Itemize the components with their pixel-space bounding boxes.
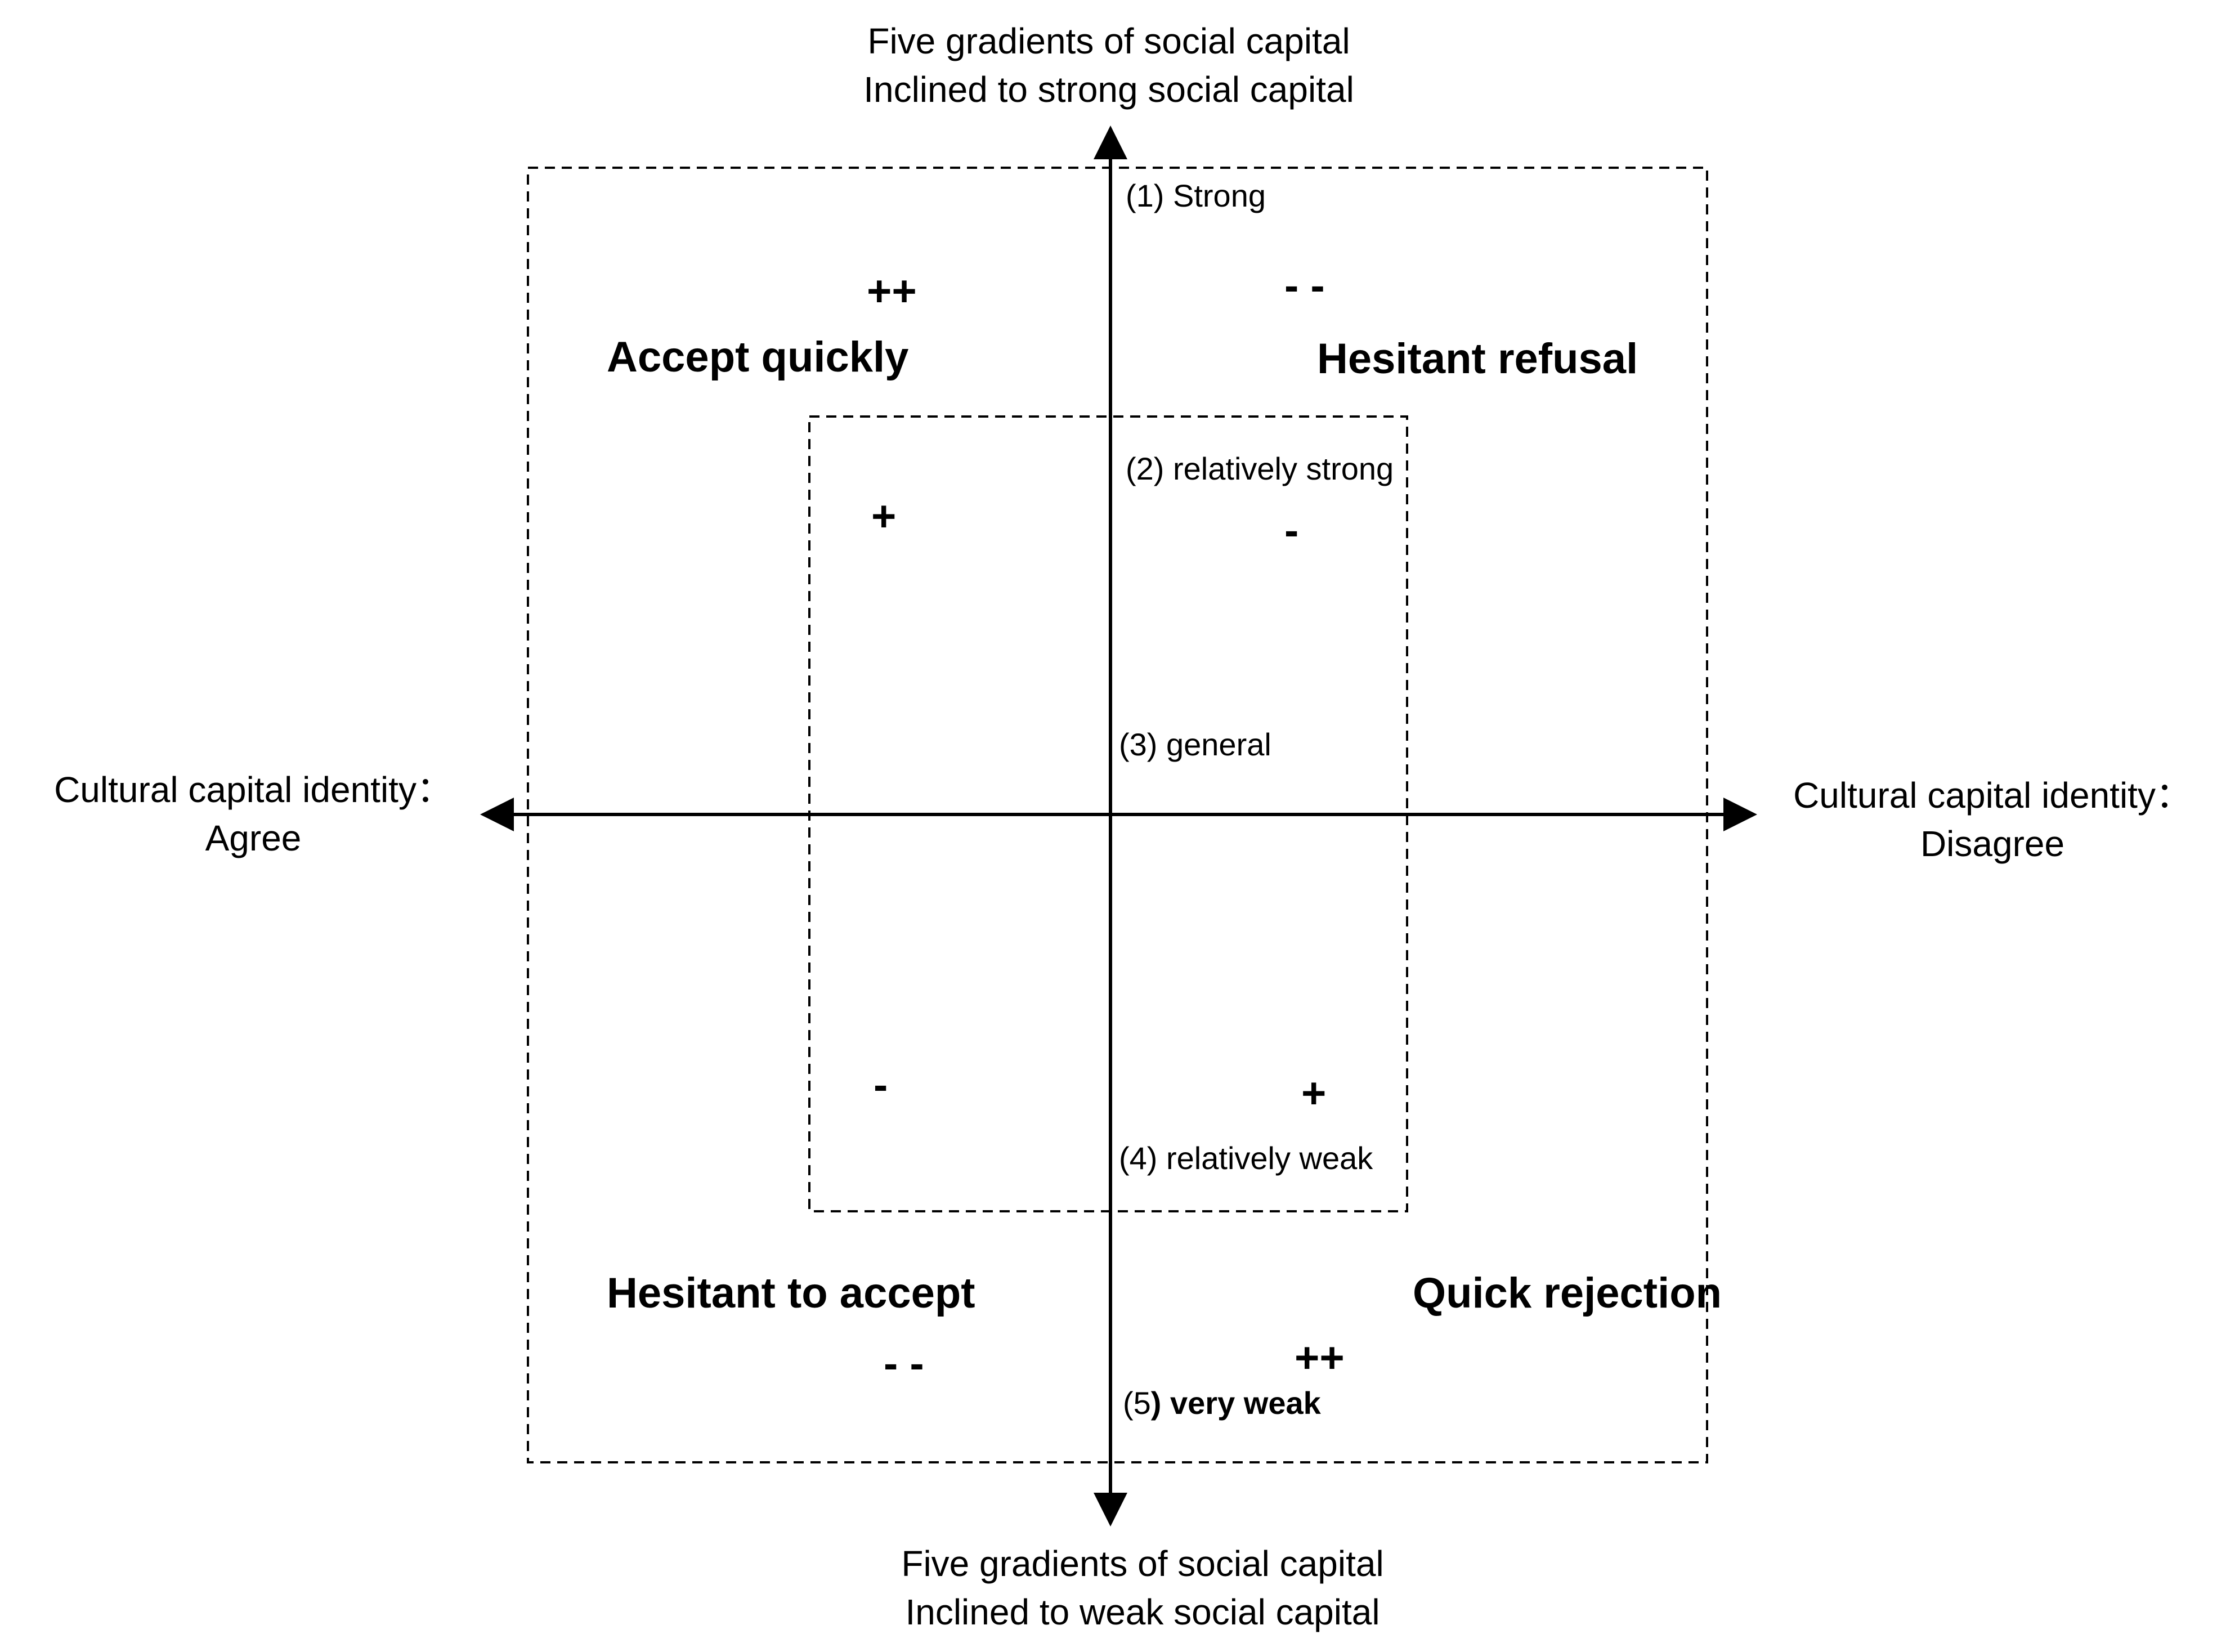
gradient-label-5-prefix: (5 (1123, 1385, 1151, 1421)
right-axis-title: Cultural capital identity： Disagree (1762, 771, 2217, 868)
sign-bottom-right-outer: ++ (1295, 1334, 1345, 1382)
sign-top-left-outer: ++ (867, 267, 917, 315)
sign-bottom-right-inner: + (1301, 1069, 1327, 1117)
sign-bottom-left-outer: - - (884, 1340, 924, 1387)
top-axis-line2: Inclined to strong social capital (863, 69, 1354, 110)
top-axis-title: Five gradients of social capital Incline… (799, 17, 1418, 114)
gradient-label-3: (3) general (1119, 727, 1271, 762)
sign-top-left-inner: + (871, 493, 897, 540)
sign-top-right-outer: - - (1284, 262, 1325, 310)
gradient-label-2: (2) relatively strong (1126, 451, 1394, 486)
sign-bottom-left-inner: - (874, 1061, 888, 1109)
bottom-axis-title: Five gradients of social capital Incline… (833, 1539, 1452, 1637)
sign-top-right-inner: - (1284, 507, 1299, 554)
gradient-label-5: (5) very weak (1123, 1387, 1321, 1419)
top-axis-line1: Five gradients of social capital (867, 21, 1350, 61)
left-axis-title: Cultural capital identity： Agree (11, 765, 495, 863)
bottom-axis-line1: Five gradients of social capital (901, 1543, 1384, 1584)
left-axis-line1: Cultural capital identity： (54, 769, 453, 810)
gradient-label-4: (4) relatively weak (1119, 1140, 1373, 1176)
quadrant-label-top-right: Hesitant refusal (1317, 335, 1638, 383)
bottom-axis-line2: Inclined to weak social capital (905, 1592, 1380, 1633)
quadrant-label-bottom-right: Quick rejection (1413, 1269, 1722, 1317)
quadrant-label-top-left: Accept quickly (607, 333, 909, 381)
left-axis-line2: Agree (205, 818, 302, 859)
right-axis-line2: Disagree (1920, 823, 2065, 865)
gradient-label-1: (1) Strong (1126, 178, 1266, 213)
right-axis-line1: Cultural capital identity： (1793, 775, 2192, 816)
gradient-label-5-bold: ) very weak (1150, 1385, 1321, 1421)
quadrant-label-bottom-left: Hesitant to accept (607, 1269, 975, 1317)
